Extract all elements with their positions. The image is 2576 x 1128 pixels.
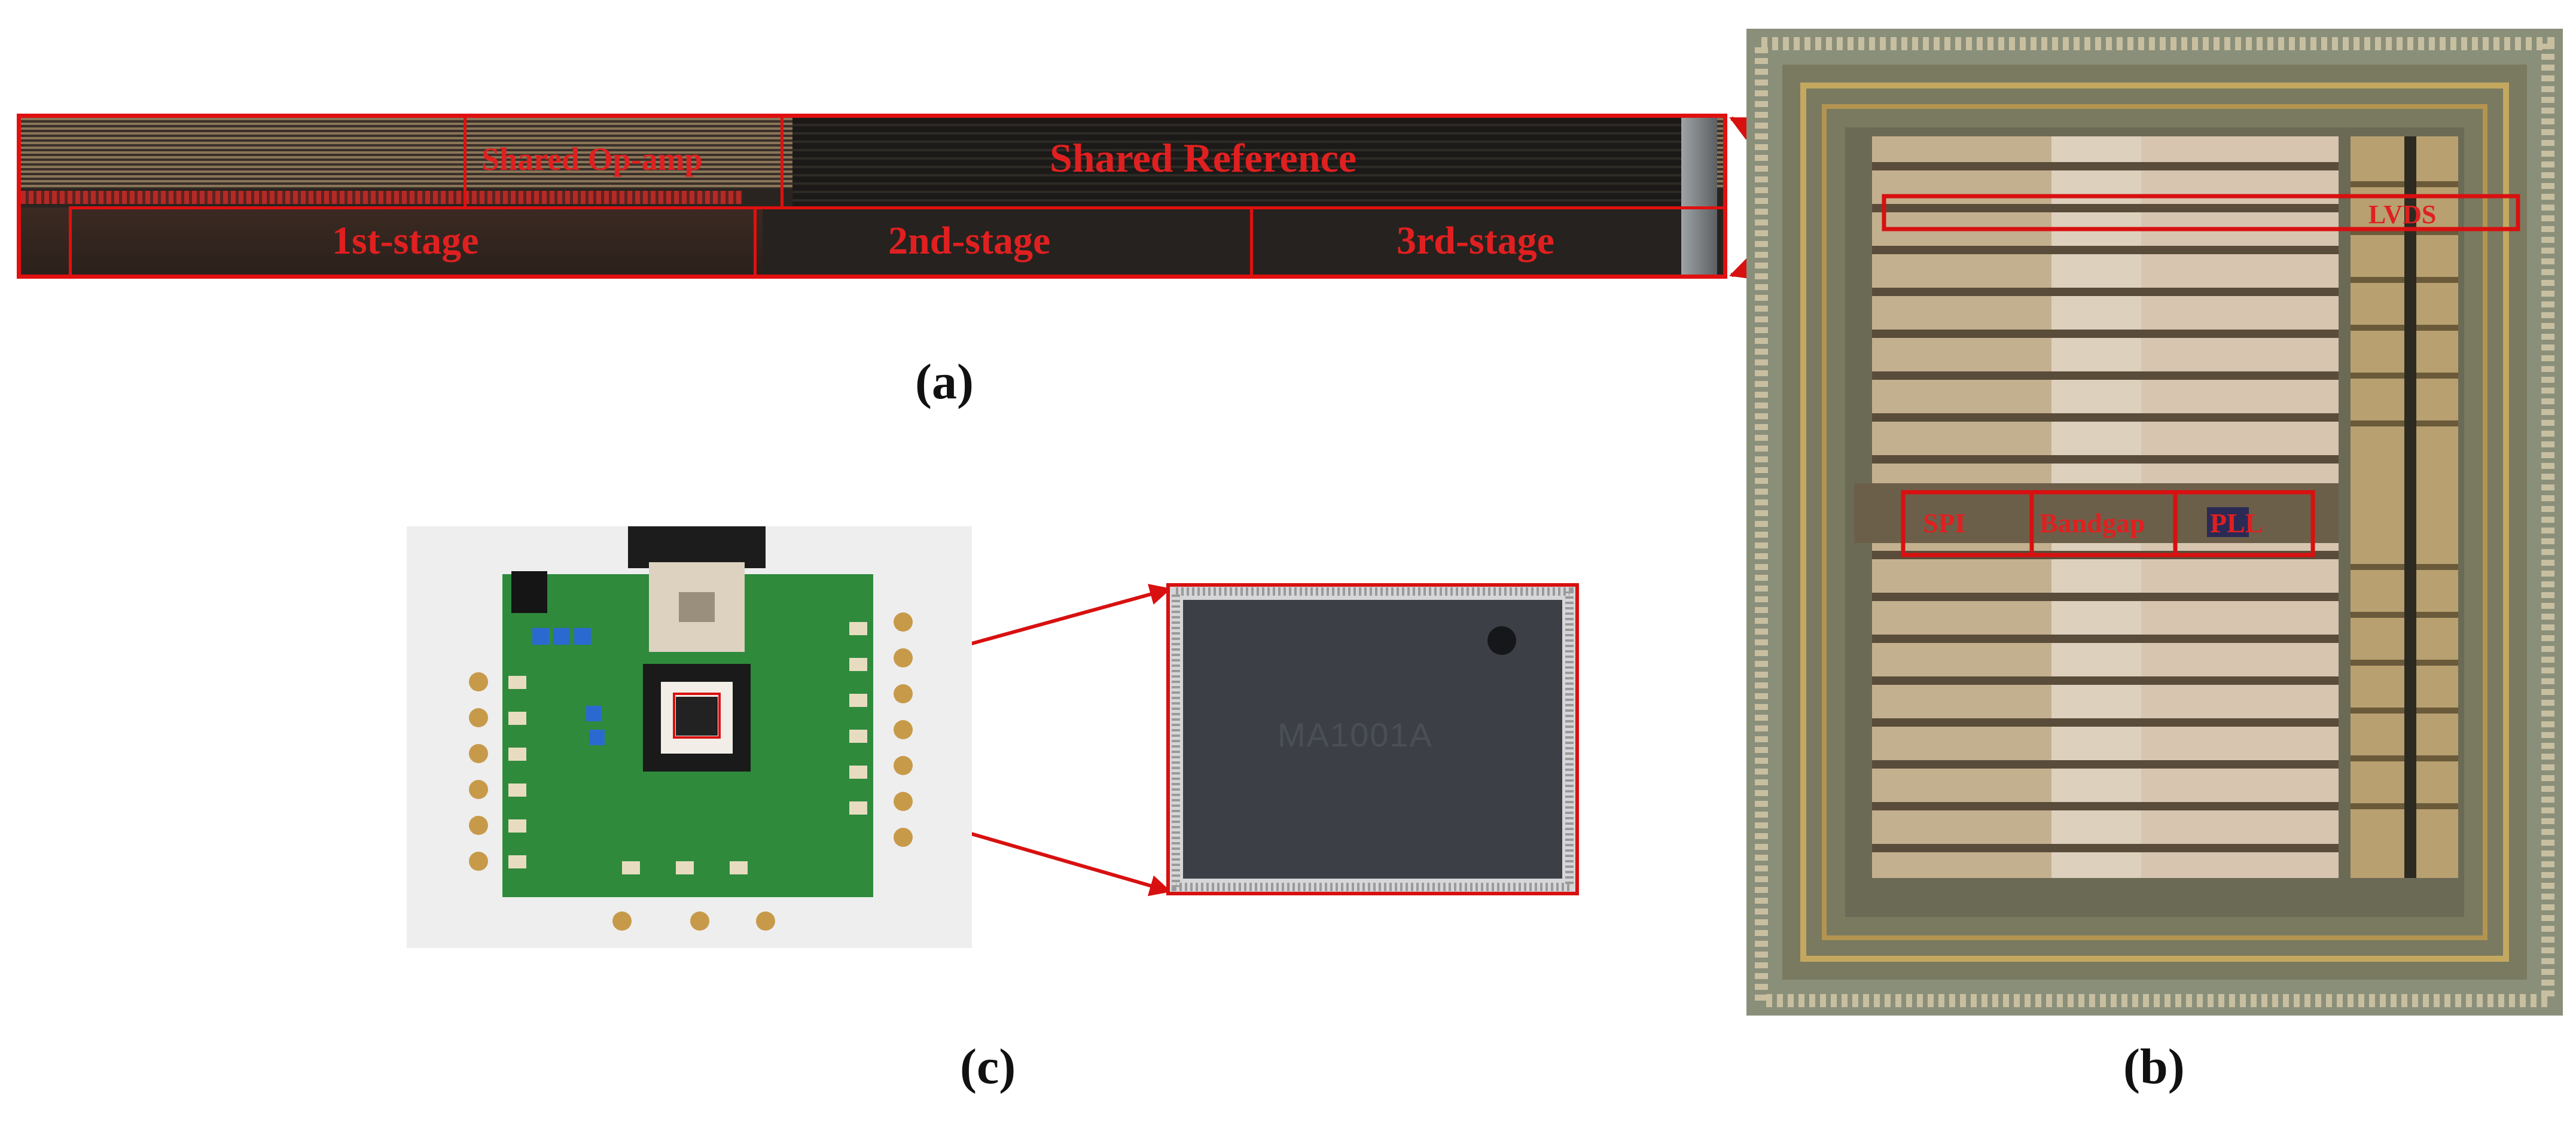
- stage2-label: 2nd-stage: [888, 219, 1051, 263]
- board-drawing: [469, 526, 913, 931]
- test-board-photo: [407, 526, 972, 948]
- lower-right-dark: [763, 208, 1723, 275]
- bandgap-label: Bandgap: [2040, 508, 2145, 538]
- chip-closeup: MA1001A: [1166, 583, 1579, 895]
- pll-label: PLL: [2210, 508, 2264, 538]
- die-drawing: [1746, 29, 2563, 1016]
- panel-b-label: (b): [2123, 1039, 2185, 1095]
- right-edge-block: [1681, 118, 1717, 275]
- stage2-stage3-divider: [1250, 206, 1253, 275]
- panel-a-label: (a): [915, 354, 974, 410]
- die-photo: LVDS SPI Bandgap PLL: [1746, 29, 2563, 1016]
- stage3-label: 3rd-stage: [1397, 219, 1554, 263]
- pad-row: [21, 191, 742, 204]
- upper-lower-divider: [69, 206, 1723, 209]
- pin1-dot: [1487, 626, 1516, 655]
- opamp-box-right: [781, 118, 784, 208]
- spi-label: SPI: [1923, 508, 1966, 538]
- lvds-box: [1882, 194, 2520, 231]
- shared-opamp-label: Shared Op-amp: [481, 141, 703, 177]
- stage1-box-left: [69, 206, 72, 275]
- reference-dark-area: [792, 118, 1687, 208]
- panel-a-layout-strip: Shared Op-amp Shared Reference 1st-stage…: [0, 0, 1734, 419]
- chip-drawing: [1170, 587, 1575, 892]
- row-separators: [1872, 162, 2339, 852]
- pll-box: [2173, 490, 2315, 557]
- stage1-stage2-divider: [754, 206, 757, 275]
- shared-reference-label: Shared Reference: [1050, 135, 1357, 181]
- stage1-label: 1st-stage: [332, 219, 479, 263]
- layout-strip-photo: Shared Op-amp Shared Reference 1st-stage…: [17, 114, 1727, 279]
- panel-c-label: (c): [960, 1039, 1016, 1095]
- lvds-label: LVDS: [2368, 200, 2437, 229]
- chip-marking: MA1001A: [1278, 716, 1433, 754]
- opamp-box-left: [464, 118, 467, 208]
